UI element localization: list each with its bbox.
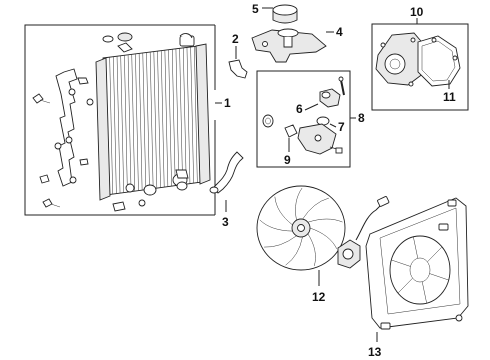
callout-3: 3 xyxy=(222,215,229,229)
shroud-spoke xyxy=(413,236,419,259)
radiator-fin xyxy=(183,47,187,185)
radiator-fin xyxy=(190,46,194,184)
radiator-fin xyxy=(153,51,158,189)
cooling-fan: 12 xyxy=(256,185,390,304)
water-pump-group: 10 11 xyxy=(371,5,469,111)
radiator-core xyxy=(95,35,211,201)
radiator-fin xyxy=(157,51,161,188)
radiator-fin xyxy=(116,56,121,194)
radiator-fin xyxy=(179,48,183,185)
water-pump-group-frame xyxy=(371,23,469,111)
callout-13: 13 xyxy=(368,345,382,359)
fan-blade xyxy=(295,187,303,221)
radiator-assembly-group: 1 xyxy=(24,24,231,216)
coolant-reservoir: 4 xyxy=(251,25,343,63)
radiator-fin xyxy=(138,53,143,191)
radiator-fin xyxy=(113,57,117,194)
radiator-side-bracket xyxy=(55,68,89,187)
fan-blade xyxy=(309,227,338,250)
shroud-spoke xyxy=(391,259,411,267)
radiator-fin xyxy=(131,54,136,192)
radiator-hardware xyxy=(32,93,189,212)
callout-2: 2 xyxy=(232,32,239,46)
callout-1: 1 xyxy=(224,96,231,110)
radiator-fin xyxy=(186,47,191,184)
radiator-fin xyxy=(146,52,150,190)
radiator-fin xyxy=(120,56,124,193)
callout-4: 4 xyxy=(336,25,343,39)
callout-6: 6 xyxy=(296,102,303,116)
fan-blade xyxy=(274,196,293,226)
fan-blade xyxy=(302,197,329,220)
shroud-spoke xyxy=(429,273,449,281)
shroud-spoke xyxy=(421,281,427,304)
fan-shroud: 13 xyxy=(365,197,469,359)
upper-radiator-hose: 2 xyxy=(228,32,248,79)
callout-11: 11 xyxy=(443,90,456,104)
callout-12: 12 xyxy=(312,290,326,304)
fan-blade xyxy=(307,233,316,267)
reservoir-cap: 5 xyxy=(252,2,298,24)
radiator-fin xyxy=(175,48,180,186)
radiator-fin xyxy=(135,54,139,191)
radiator-fin xyxy=(149,52,154,189)
thermostat-housing-group: 8 6 7 9 xyxy=(256,70,365,168)
radiator-fin xyxy=(124,55,128,193)
fan-blade xyxy=(264,235,297,248)
callout-9: 9 xyxy=(284,153,291,167)
radiator-fin xyxy=(194,46,198,183)
radiator-fin xyxy=(164,50,169,187)
radiator-top-fittings xyxy=(102,32,193,53)
callout-5: 5 xyxy=(252,2,259,16)
fan-blade xyxy=(259,219,293,232)
callout-8: 8 xyxy=(358,111,365,125)
lower-radiator-hose: 3 xyxy=(209,151,244,229)
radiator-fin xyxy=(160,50,165,188)
radiator-fin xyxy=(171,49,176,186)
radiator-fin xyxy=(168,49,172,187)
radiator-fin xyxy=(109,57,113,195)
radiator-group-frame xyxy=(24,24,215,216)
shroud-spoke xyxy=(427,246,443,263)
thermostat-group-frame xyxy=(256,70,351,168)
fan-blade xyxy=(307,218,343,223)
callout-10: 10 xyxy=(410,5,424,19)
fan-blade xyxy=(285,236,303,266)
shroud-spoke xyxy=(397,277,413,294)
radiator-fin xyxy=(142,53,147,190)
radiator-fin xyxy=(127,55,132,192)
callout-7: 7 xyxy=(338,120,345,134)
